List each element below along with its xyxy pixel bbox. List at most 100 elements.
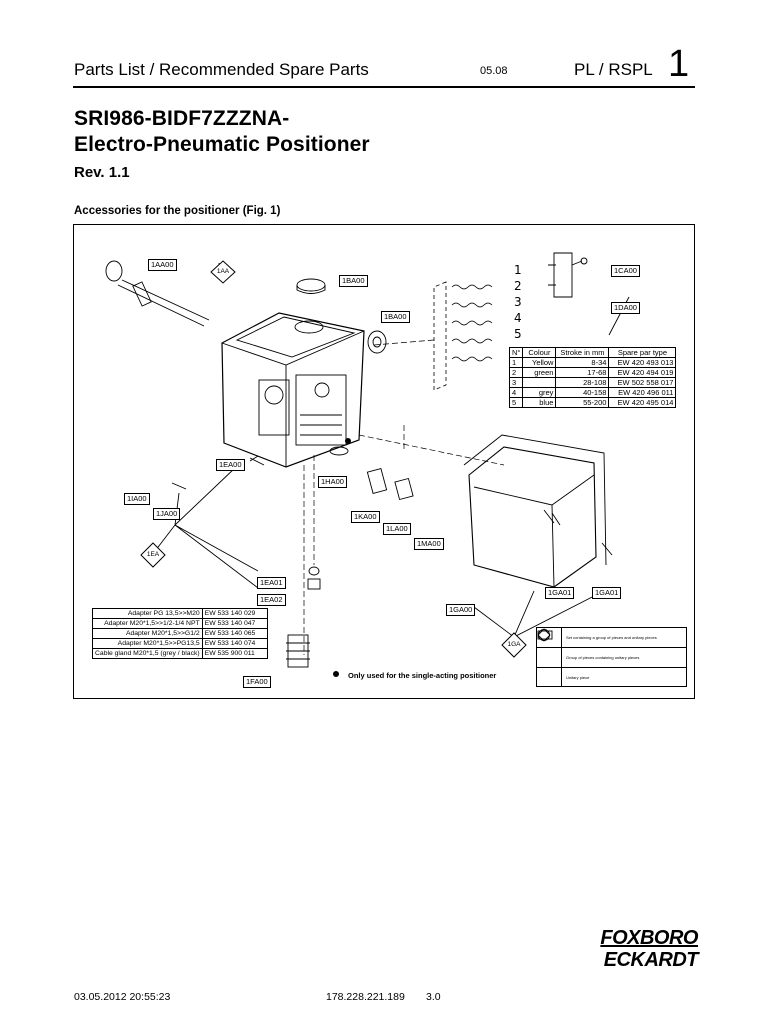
header-date: 05.08 [480, 65, 508, 77]
part-label-1ea01: 1EA01 [257, 572, 286, 590]
table-row: Cable gland M20*1,5 (grey / black)EW 535… [92, 648, 268, 659]
cell: 5 [508, 397, 524, 408]
part-label-1ba00-cap: 1BA00 [339, 270, 368, 288]
cell: 55-200 [555, 397, 610, 408]
spring-col-no: N° [508, 347, 524, 358]
cell: EW 533 140 065 [201, 628, 268, 639]
cell: 40-158 [555, 387, 610, 398]
header-rule [73, 86, 695, 88]
part-label-1da00: 1DA00 [611, 297, 640, 315]
cell: Adapter PG 13,5>>M20 [92, 608, 203, 619]
part-label-1ea02: 1EA02 [257, 589, 286, 607]
spring-number-4: 4 [514, 311, 522, 325]
header-section-title: Parts List / Recommended Spare Parts [74, 60, 369, 79]
footer-timestamp: 03.05.2012 20:55:23 [74, 991, 171, 1003]
spring-number-1: 1 [514, 263, 522, 277]
spring-table-header: N° Colour Stroke in mm Spare par type [508, 347, 677, 358]
part-label-1la00: 1LA00 [383, 518, 411, 536]
legend-row-diamond: Group of pieces containing unitary piece… [537, 628, 686, 668]
diamond-label-1ga: 1GA [507, 641, 521, 648]
cell: Adapter M20*1,5>>G1/2 [92, 628, 203, 639]
cell: EW 533 140 074 [201, 638, 268, 649]
cell: EW 420 494 019 [608, 367, 677, 378]
cell: 1 [508, 357, 524, 368]
cell: EW 420 496 011 [608, 387, 677, 398]
part-label-1ga01-a: 1GA01 [545, 582, 575, 600]
part-label-1ka00: 1KA00 [351, 506, 380, 524]
header-page-number: 1 [668, 43, 690, 85]
part-label-1ba00-ring: 1BA00 [381, 306, 410, 324]
symbol-legend: Set containing a group of pieces and uni… [536, 627, 687, 687]
revision-label: Rev. 1.1 [74, 164, 130, 181]
cell: EW 533 140 047 [201, 618, 268, 629]
spring-number-2: 2 [514, 279, 522, 293]
cell: 2 [508, 367, 524, 378]
foxboro-eckardt-logo: FOXBORO ECKARDT [586, 927, 698, 977]
cell: EW 420 495 014 [608, 397, 677, 408]
part-label-1aa00: 1AA00 [148, 254, 177, 272]
part-label-1ga00: 1GA00 [446, 599, 476, 617]
cell: blue [522, 397, 557, 408]
exploded-view-figure: 1AA00 1BA00 1BA00 1CA00 1DA00 1EA00 1IA0… [73, 224, 695, 699]
part-label-1fa00: 1FA00 [243, 671, 271, 689]
part-label-1ca00: 1CA00 [611, 260, 640, 278]
cell [522, 377, 557, 388]
legend-diamond-icon [537, 628, 562, 667]
part-label-1ja00: 1JA00 [153, 503, 181, 521]
cell: Adapter M20*1,5>>PG13,5 [92, 638, 203, 649]
part-label-1ha00: 1HA00 [318, 471, 347, 489]
cell: 8-34 [555, 357, 610, 368]
document-title-line2: Electro-Pneumatic Positioner [74, 133, 370, 156]
legend-row-circle: Set containing a group of pieces and uni… [537, 628, 686, 648]
spring-col-stroke: Stroke in mm [555, 347, 610, 358]
diamond-label-1aa: 1AA [216, 268, 230, 275]
legend-row-rect: Unitary piece [537, 630, 686, 687]
figure-caption: Accessories for the positioner (Fig. 1) [74, 205, 281, 217]
single-acting-note: Only used for the single-acting position… [348, 671, 497, 680]
part-label-1ia00: 1IA00 [124, 488, 150, 506]
legend-rect-icon [537, 630, 562, 687]
document-title-line1: SRI986-BIDF7ZZZNA- [74, 107, 290, 130]
legend-rect-text: Unitary piece [566, 675, 590, 680]
cell: EW 533 140 029 [201, 608, 268, 619]
cell: EW 535 900 011 [201, 648, 268, 659]
cell: Adapter M20*1,5>>1/2-1/4 NPT [92, 618, 203, 629]
cell: EW 420 493 013 [608, 357, 677, 368]
part-label-1ea00: 1EA00 [216, 454, 245, 472]
footer-ip: 178.228.221.189 [326, 991, 405, 1003]
part-label-1ma00: 1MA00 [414, 533, 444, 551]
diamond-label-1ea: 1EA [146, 551, 160, 558]
cell: Yellow [522, 357, 557, 368]
cell: 4 [508, 387, 524, 398]
spring-number-5: 5 [514, 327, 522, 341]
legend-circle-text: Set containing a group of pieces and uni… [566, 635, 657, 640]
logo-line-foxboro: FOXBORO [600, 927, 698, 949]
cell: grey [522, 387, 557, 398]
logo-line-eckardt: ECKARDT [603, 949, 699, 971]
spring-col-type: Spare par type [608, 347, 677, 358]
exploded-view-drawing [105, 252, 630, 677]
cell: EW 502 558 017 [608, 377, 677, 388]
header-doc-code: PL / RSPL [574, 60, 653, 79]
legend-diamond-text: Group of pieces containing unitary piece… [566, 655, 640, 660]
cell: 17-68 [555, 367, 610, 378]
spring-col-colour: Colour [522, 347, 557, 358]
spring-number-3: 3 [514, 295, 522, 309]
part-label-1ga01-b: 1GA01 [592, 582, 622, 600]
cell: Cable gland M20*1,5 (grey / black) [92, 648, 203, 659]
cell: 28-108 [555, 377, 610, 388]
footer-version: 3.0 [426, 991, 441, 1003]
cell: green [522, 367, 557, 378]
cell: 3 [508, 377, 524, 388]
